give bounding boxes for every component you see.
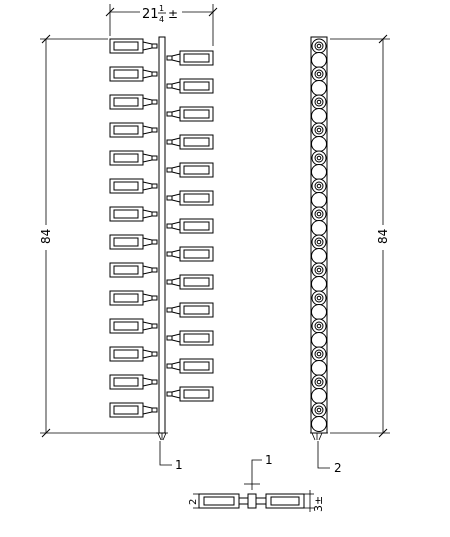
front-height-label: 84 bbox=[39, 229, 53, 244]
side-bottle bbox=[311, 122, 327, 152]
bottle-right bbox=[166, 78, 214, 94]
front-bottle-group bbox=[109, 38, 214, 418]
bottle-right bbox=[166, 190, 214, 206]
side-bottle-group bbox=[311, 38, 327, 432]
side-bottle bbox=[311, 290, 327, 320]
detail-right-label: 3± bbox=[312, 496, 325, 512]
width-suffix: ± bbox=[168, 7, 178, 21]
side-bottle bbox=[311, 66, 327, 96]
bottle-right bbox=[166, 274, 214, 290]
bottle-right bbox=[166, 218, 214, 234]
side-bottle bbox=[311, 94, 327, 124]
bottle-left bbox=[109, 94, 158, 110]
front-view: 1 bbox=[109, 36, 214, 472]
bottle-right bbox=[166, 106, 214, 122]
front-post-callout: 1 bbox=[175, 458, 183, 472]
plan-detail: 1 2 3± bbox=[188, 453, 325, 512]
bottle-right bbox=[166, 358, 214, 374]
side-bottle bbox=[311, 346, 327, 376]
side-bottle bbox=[311, 150, 327, 180]
side-bottle bbox=[311, 234, 327, 264]
side-height-label: 84 bbox=[376, 229, 390, 244]
width-fraction-den: 4 bbox=[159, 15, 164, 24]
side-bottle bbox=[311, 206, 327, 236]
bottle-right bbox=[166, 330, 214, 346]
bottle-right bbox=[166, 386, 214, 402]
bottle-right bbox=[166, 134, 214, 150]
front-height-dimension: 84 bbox=[39, 34, 158, 438]
side-bottle bbox=[311, 262, 327, 292]
side-view: 2 bbox=[310, 36, 342, 475]
bottle-right bbox=[166, 246, 214, 262]
detail-small-label: 2 bbox=[188, 499, 199, 505]
side-bottle bbox=[311, 178, 327, 208]
width-label: 21 bbox=[142, 7, 159, 22]
bottle-left bbox=[109, 206, 158, 222]
bottle-left bbox=[109, 346, 158, 362]
bottle-right bbox=[166, 302, 214, 318]
side-bottle bbox=[311, 318, 327, 348]
bottle-left bbox=[109, 38, 158, 54]
bottle-left bbox=[109, 234, 158, 250]
front-post bbox=[158, 36, 166, 434]
side-post-callout: 2 bbox=[334, 461, 342, 475]
bottle-left bbox=[109, 290, 158, 306]
bottle-left bbox=[109, 150, 158, 166]
bottle-right bbox=[166, 50, 214, 66]
side-bottle bbox=[311, 402, 327, 432]
bottle-left bbox=[109, 374, 158, 390]
bottle-left bbox=[109, 262, 158, 278]
bottle-left bbox=[109, 178, 158, 194]
detail-post-callout: 1 bbox=[265, 453, 273, 467]
side-bottle bbox=[311, 38, 327, 68]
bottle-left bbox=[109, 402, 158, 418]
side-height-dimension: 84 bbox=[330, 34, 390, 438]
bottle-right bbox=[166, 162, 214, 178]
width-dimension: 21 1 4 ± bbox=[105, 4, 218, 46]
bottle-left bbox=[109, 66, 158, 82]
width-fraction-num: 1 bbox=[159, 4, 164, 13]
bottle-left bbox=[109, 122, 158, 138]
bottle-left bbox=[109, 318, 158, 334]
